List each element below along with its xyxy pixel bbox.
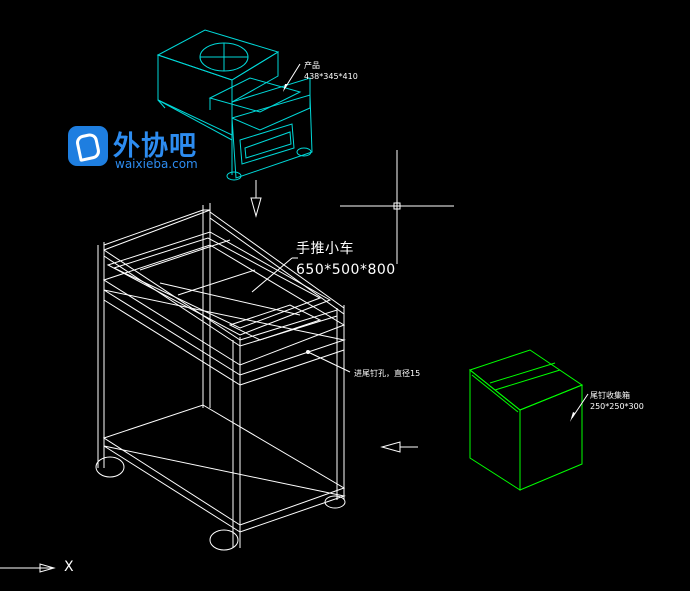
collection-box-model	[468, 349, 584, 491]
logo-icon	[68, 126, 108, 166]
box-name-label: 尾钉收集箱	[590, 391, 630, 400]
product-model	[156, 29, 313, 181]
product-name-label: 产品	[304, 61, 320, 70]
ucs-icon	[0, 563, 56, 573]
cart-model	[95, 203, 346, 551]
arrow-left	[380, 441, 418, 453]
ucs-x-label: X	[64, 559, 74, 575]
cart-size-label: 650*500*800	[296, 262, 396, 278]
product-size-label: 438*345*410	[304, 72, 358, 81]
arrow-down	[250, 180, 262, 218]
watermark-cn-text: 外协吧	[113, 131, 197, 162]
crosshair-cursor	[340, 150, 454, 264]
watermark-en-text: waixieba.com	[115, 157, 198, 171]
box-size-label: 250*250*300	[590, 402, 644, 411]
cart-name-label: 手推小车	[296, 241, 354, 257]
hole-note-label: 进尾钉孔，直径15	[354, 369, 421, 378]
watermark-logo: 外协吧 waixieba.com	[68, 124, 218, 174]
